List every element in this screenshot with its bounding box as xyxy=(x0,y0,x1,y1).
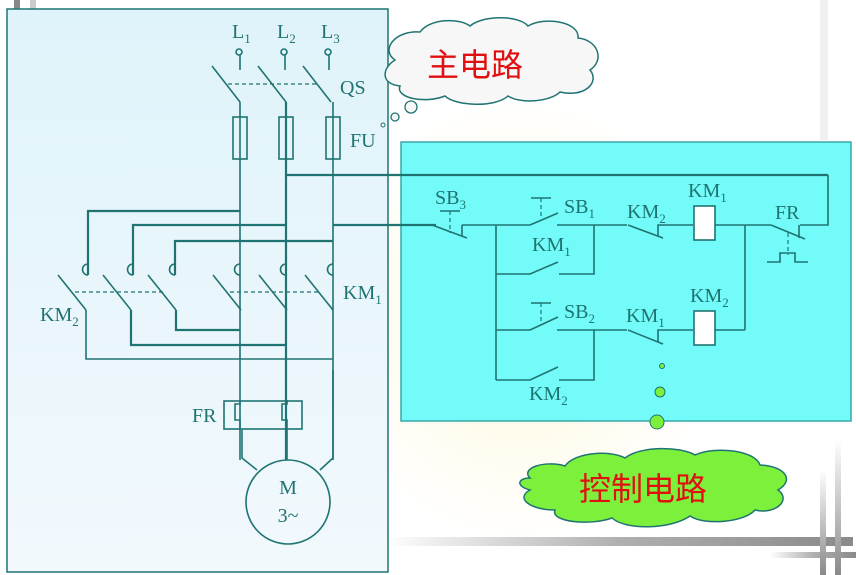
wire-km2-link-1 xyxy=(86,209,240,275)
isolator-qs xyxy=(211,65,332,103)
hold-contact-km2 xyxy=(496,330,595,381)
main-circuit-callout-text: 主电路 xyxy=(427,46,523,84)
label-km1-hold: KM1 xyxy=(532,234,571,259)
label-l1: L1 xyxy=(232,21,251,46)
thermal-relay-fr xyxy=(223,400,303,430)
label-fr-control: FR xyxy=(775,202,800,224)
control-circuit-callout-text: 控制电路 xyxy=(579,470,707,508)
overload-contact-fr xyxy=(767,224,808,263)
label-km1-coil: KM1 xyxy=(688,180,727,205)
main-circuit: L1 L2 L3 QS FU xyxy=(40,21,828,545)
control-circuit-panel xyxy=(400,141,852,422)
control-circuit: SB3 SB1 KM1 KM2 KM1 xyxy=(400,175,829,408)
label-l2: L2 xyxy=(277,21,296,46)
motor-phase-label: 3~ xyxy=(278,505,299,527)
label-sb1: SB1 xyxy=(564,196,595,221)
label-sb2: SB2 xyxy=(564,301,595,326)
label-km2-interlock: KM2 xyxy=(627,201,666,226)
label-fu: FU xyxy=(350,130,376,152)
contactor-contacts-top xyxy=(81,263,334,276)
wire-control-right xyxy=(800,175,829,226)
stop-button-sb3 xyxy=(400,210,496,239)
label-km2-coil: KM2 xyxy=(690,285,729,310)
reverse-button-sb2 xyxy=(496,302,627,331)
motor-label: M xyxy=(279,477,297,499)
label-sb3: SB3 xyxy=(435,187,466,212)
supply-terminals xyxy=(235,48,332,70)
label-km2-main: KM2 xyxy=(40,304,79,329)
contactor-blades xyxy=(57,274,334,311)
label-km2-hold: KM2 xyxy=(529,383,568,408)
forward-button-sb1 xyxy=(496,197,627,226)
interlock-contact-km1 xyxy=(627,329,693,345)
coil-km1 xyxy=(693,205,716,241)
wire-km2-link-2 xyxy=(131,223,286,275)
label-km1-interlock: KM1 xyxy=(626,305,665,330)
wire-km2-out-2 xyxy=(129,310,287,347)
label-fr-main: FR xyxy=(192,405,217,427)
hold-contact-km1 xyxy=(495,225,595,380)
label-qs: QS xyxy=(340,77,366,99)
main-circuit-callout: 主电路 xyxy=(380,17,599,128)
label-km1-main: KM1 xyxy=(343,282,382,307)
label-l3: L3 xyxy=(321,21,340,46)
wire-km2-out-1 xyxy=(174,310,240,332)
wire-km2-out-3 xyxy=(85,310,333,360)
main-circuit-panel xyxy=(6,8,389,573)
coil-km2 xyxy=(693,310,716,346)
control-circuit-callout: 控制电路 xyxy=(519,363,788,528)
motor xyxy=(241,370,334,545)
interlock-contact-km2 xyxy=(627,224,693,239)
